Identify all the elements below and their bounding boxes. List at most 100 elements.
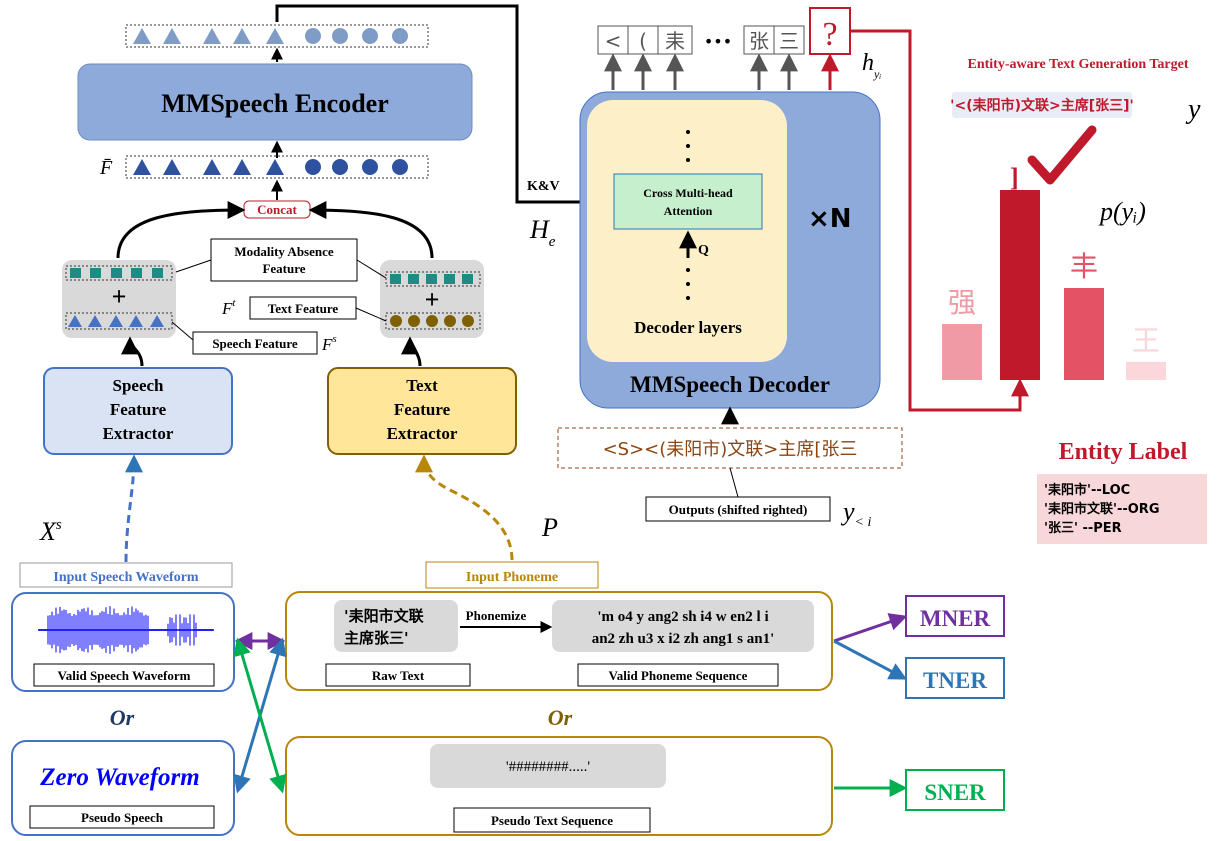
f-bar-symbol: F̄ (99, 157, 113, 179)
output-token: 耒 (665, 29, 685, 53)
probability-bar (942, 324, 982, 380)
probability-bar (1000, 190, 1040, 380)
tner-box (905, 657, 1005, 699)
plus-right: + (425, 285, 440, 314)
output-token: 张 (749, 29, 769, 53)
text-extractor-line2: Feature (394, 400, 451, 419)
entity-label-box (1037, 474, 1207, 544)
input-phoneme-label: Input Phoneme (466, 570, 558, 585)
pseudo-text: '########.....' (506, 759, 590, 775)
absence-tokens-right (385, 271, 481, 287)
valid-phoneme-label: Valid Phoneme Sequence (609, 668, 748, 683)
sner-box (905, 769, 1005, 811)
output-token: ( (639, 29, 647, 53)
input-phoneme-box (425, 561, 599, 589)
decoder-vertical-dots-top (686, 130, 690, 162)
shifted-outputs-label: Outputs (shifted righted) (669, 502, 808, 517)
mmspeech-encoder-box (77, 63, 473, 141)
raw-text-line2: 主席张三' (344, 629, 409, 647)
text-feature-label: Text Feature (268, 301, 339, 316)
probability-bar-label: 王 (1132, 324, 1160, 357)
phonemize-label: Phonemize (466, 608, 527, 623)
decoder-input-tokens: <S><(耒阳市)文联>主席[张三 (603, 439, 858, 460)
target-title: Entity-aware Text Generation Target (967, 57, 1188, 72)
output-token: < (605, 29, 622, 53)
times-n-label: ×N (808, 204, 852, 234)
output-token: 三 (779, 29, 799, 53)
tner-label: TNER (923, 668, 987, 693)
plus-left: + (112, 282, 127, 311)
fs-symbol: Fs (321, 333, 337, 354)
mner-box (905, 595, 1005, 637)
speech-tokens-left (65, 312, 173, 330)
ft-symbol: Ft (221, 297, 236, 318)
speech-feature-label: Speech Feature (212, 336, 298, 351)
raw-text-label-box (325, 663, 471, 687)
valid-phoneme-label-box (577, 663, 779, 687)
cross-attention-line1: Cross Multi-head (643, 186, 733, 200)
modality-absence-line1: Modality Absence (234, 244, 334, 259)
modality-absence-box (210, 238, 358, 282)
text-tokens-right (385, 312, 481, 330)
phoneme-sequence-box (552, 600, 814, 652)
probability-bars: 强 丰王 (942, 190, 1166, 380)
h-yi-symbol: hyᵢ (862, 50, 881, 81)
target-text: '<(耒阳市)文联>主席[张三]' (950, 97, 1134, 114)
sner-label: SNER (924, 780, 986, 805)
decoder-vertical-dots-bottom (686, 268, 690, 300)
xs-symbol: Xs (39, 517, 62, 546)
entity-label-line: '张三' --PER (1044, 521, 1122, 536)
he-symbol: He (529, 215, 556, 250)
encoder-title: MMSpeech Encoder (161, 89, 388, 118)
q-label: Q (698, 243, 709, 258)
absence-tokens-left (65, 265, 173, 281)
probability-bar (1126, 362, 1166, 380)
output-token-unknown: ? (822, 16, 837, 53)
entity-label-title: Entity Label (1059, 439, 1188, 465)
pseudo-speech-label-box (29, 805, 215, 829)
mner-label: MNER (920, 606, 991, 631)
pseudo-speech-label: Pseudo Speech (81, 810, 164, 825)
or-left: Or (110, 705, 135, 730)
pseudo-text-label: Pseudo Text Sequence (491, 813, 613, 828)
p-symbol: P (541, 513, 558, 542)
decoder-output-tokens: < ( 耒 ••• 张 三 ? (597, 7, 851, 55)
cross-attention-line2: Attention (664, 204, 713, 218)
speech-extractor-line2: Feature (110, 400, 167, 419)
text-extractor-line3: Extractor (387, 424, 458, 443)
probability-bar (1064, 288, 1104, 380)
probability-bar-label: 强 (948, 286, 976, 319)
concat-label: Concat (257, 202, 297, 217)
raw-text-label: Raw Text (372, 668, 425, 683)
p-yi-symbol: p(yᵢ) (1098, 197, 1146, 226)
input-speech-waveform-label: Input Speech Waveform (53, 570, 199, 585)
kv-label: K&V (527, 179, 560, 194)
speech-extractor-line3: Extractor (103, 424, 174, 443)
decoder-title: MMSpeech Decoder (630, 372, 830, 397)
speech-feature-box (192, 331, 318, 355)
output-token-ellipsis: ••• (704, 32, 732, 51)
or-right: Or (548, 705, 573, 730)
phoneme-line1: 'm o4 y ang2 sh i4 w en2 l i (597, 609, 768, 625)
phoneme-line2: an2 zh u3 x i2 zh ang1 s an1' (592, 631, 775, 647)
decoder-layers-label: Decoder layers (634, 318, 742, 337)
text-feature-extractor (327, 367, 517, 455)
check-icon (1027, 125, 1097, 185)
y-symbol: y (1185, 94, 1201, 125)
entity-label-line: '耒阳市文联'--ORG (1044, 501, 1159, 517)
waveform-icon (38, 606, 214, 654)
encoder-output-tokens (125, 24, 429, 48)
target-text-box (952, 92, 1132, 118)
speech-feature-extractor (43, 367, 233, 455)
probability-bar-label: 丰 (1070, 250, 1098, 283)
speech-extractor-line1: Speech (113, 376, 165, 395)
entity-label-line: '耒阳市'--LOC (1044, 482, 1130, 498)
pseudo-text-label-box (453, 807, 651, 833)
text-feature-group (380, 260, 484, 338)
input-speech-waveform-box (19, 562, 233, 588)
valid-speech-label-box (33, 663, 215, 687)
modality-absence-line2: Feature (262, 261, 305, 276)
shifted-outputs-box (645, 496, 831, 522)
raw-text-box (334, 600, 458, 652)
